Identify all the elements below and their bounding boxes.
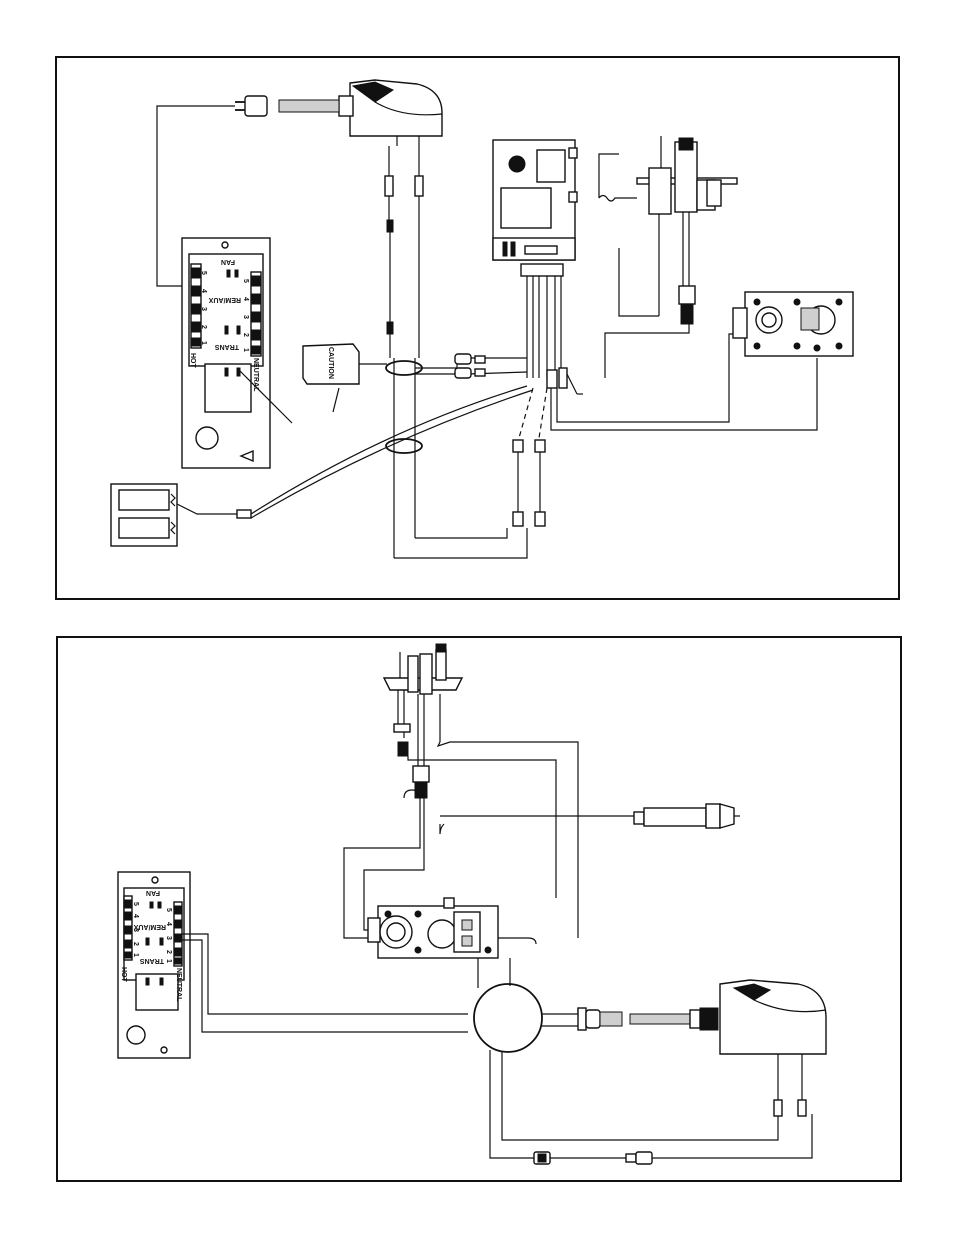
neutral-label: NEUTRAL xyxy=(252,358,259,392)
fan-label: FAN xyxy=(221,258,235,265)
trans-label: TRANS xyxy=(140,957,164,964)
fan-label: FAN xyxy=(146,889,160,896)
terminal-number: 4 xyxy=(165,922,172,926)
neutral-label: NEUTRAL xyxy=(175,968,182,1002)
gas-valve xyxy=(550,291,854,431)
terminal-number: 1 xyxy=(132,953,139,957)
transformer-leads xyxy=(384,146,424,358)
terminal-number: 1 xyxy=(165,959,172,963)
trans-label: TRANS xyxy=(215,343,239,350)
terminal-strip-right xyxy=(250,271,262,357)
harness-connector xyxy=(415,353,528,379)
wire-harness xyxy=(385,358,528,559)
terminal-number: 1 xyxy=(242,348,249,352)
power-cord-plug xyxy=(156,95,354,287)
terminal-number: 4 xyxy=(242,297,249,301)
rem-aux-label: REM/AUX xyxy=(208,296,241,303)
hot-label: HOT xyxy=(120,967,127,983)
ignition-module xyxy=(492,139,583,527)
terminal-number: 5 xyxy=(242,279,249,283)
terminal-number: 3 xyxy=(165,936,172,940)
inline-connectors xyxy=(533,1151,653,1165)
pilot-assembly xyxy=(598,136,738,378)
terminal-strip-right xyxy=(173,901,183,967)
terminal-number: 5 xyxy=(132,902,139,906)
caution-tag-text: CAUTION xyxy=(327,347,334,379)
terminal-number: 2 xyxy=(200,325,207,329)
junction-box-wiring xyxy=(182,933,813,1159)
terminal-number: 2 xyxy=(242,333,249,337)
power-cord-plug xyxy=(577,1007,719,1031)
caution-tag: CAUTION xyxy=(302,343,387,413)
wiring-diagram-top-drawing: FAN REM/AUX TRANS HOT NEUTRAL 5 4 3 2 1 … xyxy=(110,79,854,559)
wiring-diagram-top: FAN REM/AUX TRANS HOT NEUTRAL 5 4 3 2 1 … xyxy=(55,56,900,600)
battery-pack xyxy=(110,385,534,547)
gas-valve xyxy=(367,897,499,959)
junction-box: FAN REM/AUX TRANS HOT NEUTRAL 5 4 3 2 1 … xyxy=(117,871,191,1059)
terminal-strip-left xyxy=(123,895,133,961)
junction-box: FAN REM/AUX TRANS HOT NEUTRAL 5 4 3 2 1 … xyxy=(181,237,293,469)
wiring-diagram-bottom: FAN REM/AUX TRANS HOT NEUTRAL 5 4 3 2 1 … xyxy=(56,636,902,1182)
rem-aux-label: REM/AUX xyxy=(133,923,166,930)
terminal-number: 1 xyxy=(200,341,207,345)
transformer xyxy=(349,79,443,146)
transformer xyxy=(719,979,827,1117)
wiring-diagram-bottom-drawing: FAN REM/AUX TRANS HOT NEUTRAL 5 4 3 2 1 … xyxy=(117,643,827,1165)
terminal-number: 4 xyxy=(132,914,139,918)
terminal-number: 3 xyxy=(132,928,139,932)
terminal-number: 5 xyxy=(200,271,207,275)
terminal-number: 5 xyxy=(165,908,172,912)
terminal-number: 3 xyxy=(200,307,207,311)
terminal-number: 2 xyxy=(165,950,172,954)
terminal-strip-left xyxy=(190,263,202,349)
hot-label: HOT xyxy=(189,353,196,369)
thermocouple-probe xyxy=(440,803,740,829)
pilot-assembly xyxy=(382,643,579,938)
terminal-number: 3 xyxy=(242,315,249,319)
terminal-number: 4 xyxy=(200,289,207,293)
terminal-number: 2 xyxy=(132,942,139,946)
